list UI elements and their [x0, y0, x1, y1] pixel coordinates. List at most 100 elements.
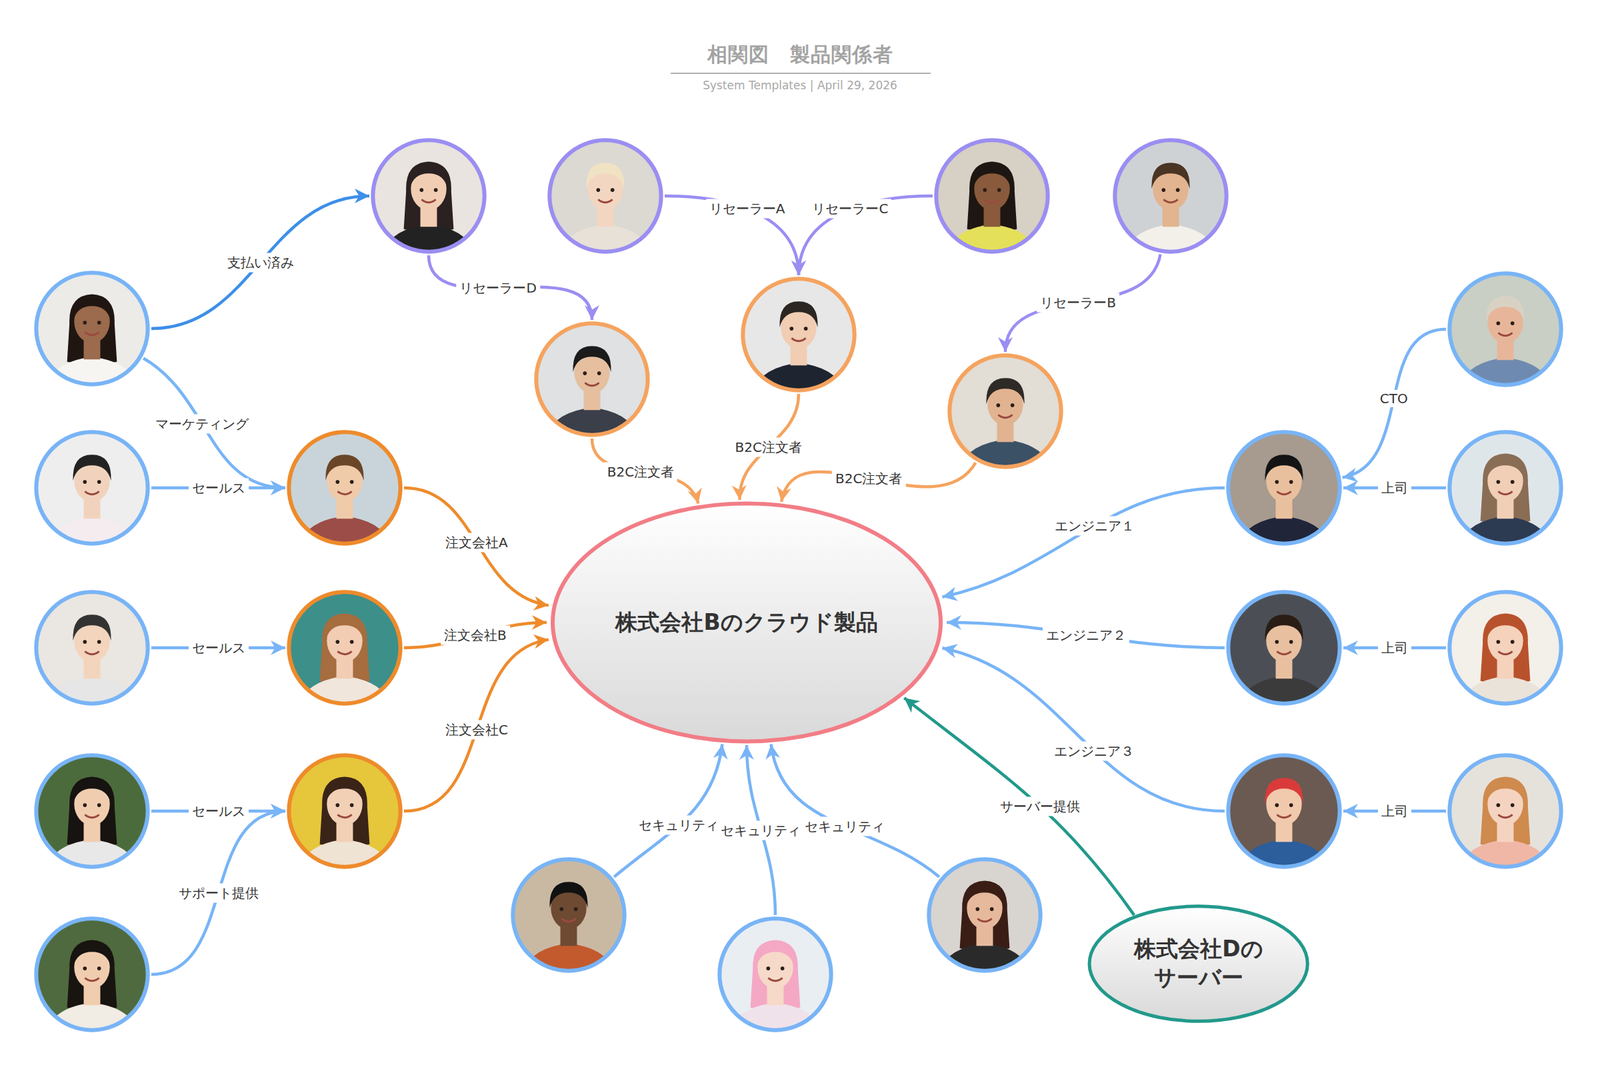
- server-ellipse: 株式会社Dの サーバー: [1086, 904, 1311, 1024]
- person-photo: [32, 588, 152, 708]
- person-photo: [932, 136, 1052, 256]
- relation-arrow: [404, 640, 549, 812]
- person-circle: [285, 752, 404, 871]
- relation-label: エンジニア３: [1050, 741, 1138, 761]
- relation-label: サーバー提供: [996, 797, 1084, 817]
- person-photo: [925, 856, 1044, 975]
- relation-arrow: [942, 648, 1225, 812]
- diagram-title: 相関図 製品関係者: [0, 41, 1600, 69]
- person-circle: [1446, 428, 1565, 548]
- relation-label: 上司: [1378, 478, 1412, 498]
- relation-label: セキュリティ: [635, 816, 722, 836]
- relation-arrow: [404, 488, 549, 606]
- person-circle: [32, 915, 152, 1034]
- person-circle: [285, 428, 404, 548]
- server-name: 株式会社Dの サーバー: [1128, 935, 1270, 993]
- relation-label: セキュリティ: [717, 820, 804, 840]
- relation-label: 注文会社A: [442, 533, 512, 553]
- person-circle: [32, 588, 152, 708]
- person-circle: [1224, 428, 1344, 548]
- relation-arrow: [404, 622, 547, 648]
- person-photo: [285, 428, 404, 548]
- relation-arrow: [664, 196, 799, 276]
- relation-arrow: [798, 196, 933, 276]
- person-circle: [285, 588, 404, 708]
- person-photo: [739, 275, 858, 394]
- person-circle: [32, 752, 152, 871]
- relation-label: エンジニア１: [1051, 516, 1138, 536]
- person-circle: [925, 856, 1044, 975]
- person-photo: [716, 915, 835, 1034]
- person-circle: [1111, 136, 1230, 256]
- ellipse-text-area: 株式会社Dの サーバー: [1086, 904, 1311, 1024]
- product-name: 株式会社Bのクラウド製品: [615, 608, 878, 638]
- person-circle: [32, 269, 152, 388]
- person-circle: [1224, 752, 1344, 871]
- person-photo: [1446, 270, 1565, 389]
- relation-label: サポート提供: [175, 883, 262, 903]
- person-photo: [32, 752, 152, 871]
- person-photo: [509, 856, 628, 975]
- person-photo: [1446, 752, 1565, 871]
- diagram-caption: System Templates | April 29, 2026: [0, 78, 1600, 92]
- relation-label: セキュリティ: [801, 816, 888, 836]
- person-photo: [32, 428, 152, 548]
- ellipse-outline: [1086, 904, 1311, 1024]
- relation-label: エンジニア２: [1042, 626, 1130, 646]
- relation-arrow: [1342, 329, 1446, 478]
- relation-arrow: [151, 811, 286, 975]
- relation-label: マーケティング: [152, 414, 252, 434]
- person-photo: [32, 269, 152, 388]
- person-photo: [1446, 428, 1565, 548]
- relation-label: リセーラーC: [808, 199, 892, 219]
- person-photo: [1224, 752, 1344, 871]
- relation-label: B2C注文者: [604, 462, 678, 482]
- relation-label: 注文会社C: [442, 720, 512, 740]
- person-circle: [739, 275, 858, 394]
- product-ellipse: 株式会社Bのクラウド製品: [546, 500, 947, 746]
- relation-arrow: [428, 255, 592, 320]
- relation-label: 注文会社B: [440, 626, 510, 646]
- relation-label: 支払い済み: [224, 252, 298, 272]
- person-circle: [509, 856, 628, 975]
- relation-arrow: [771, 744, 940, 878]
- person-circle: [1446, 752, 1565, 871]
- person-circle: [1224, 588, 1344, 708]
- person-circle: [1446, 588, 1565, 708]
- relation-label: リセーラーB: [1036, 293, 1120, 313]
- relation-arrow: [592, 438, 698, 504]
- person-photo: [285, 752, 404, 871]
- relation-arrow: [781, 462, 976, 502]
- person-photo: [1224, 428, 1344, 548]
- relation-arrow: [614, 744, 722, 878]
- person-circle: [932, 136, 1052, 256]
- ellipse-text-area: 株式会社Bのクラウド製品: [546, 500, 947, 746]
- person-circle: [532, 320, 652, 439]
- person-photo: [32, 915, 152, 1034]
- relation-label: リセーラーA: [706, 199, 789, 219]
- relation-arrow: [143, 358, 286, 489]
- person-photo: [1446, 588, 1565, 708]
- relation-label: リセーラーD: [456, 278, 540, 298]
- title-underline: [670, 72, 931, 74]
- person-photo: [1224, 588, 1344, 708]
- relation-arrow: [946, 622, 1225, 648]
- relation-label: 上司: [1378, 802, 1412, 822]
- relation-arrow: [151, 196, 370, 329]
- person-photo: [285, 588, 404, 708]
- person-circle: [1446, 270, 1565, 389]
- person-circle: [716, 915, 835, 1034]
- person-circle: [546, 136, 665, 256]
- person-photo: [546, 136, 665, 256]
- person-photo: [369, 136, 488, 256]
- person-photo: [1111, 136, 1230, 256]
- person-circle: [946, 352, 1065, 471]
- person-photo: [532, 320, 652, 439]
- relation-label: セールス: [188, 802, 249, 822]
- relation-label: セールス: [188, 478, 249, 498]
- relation-arrow: [942, 488, 1225, 598]
- person-circle: [32, 428, 152, 548]
- relation-arrow: [1005, 254, 1161, 352]
